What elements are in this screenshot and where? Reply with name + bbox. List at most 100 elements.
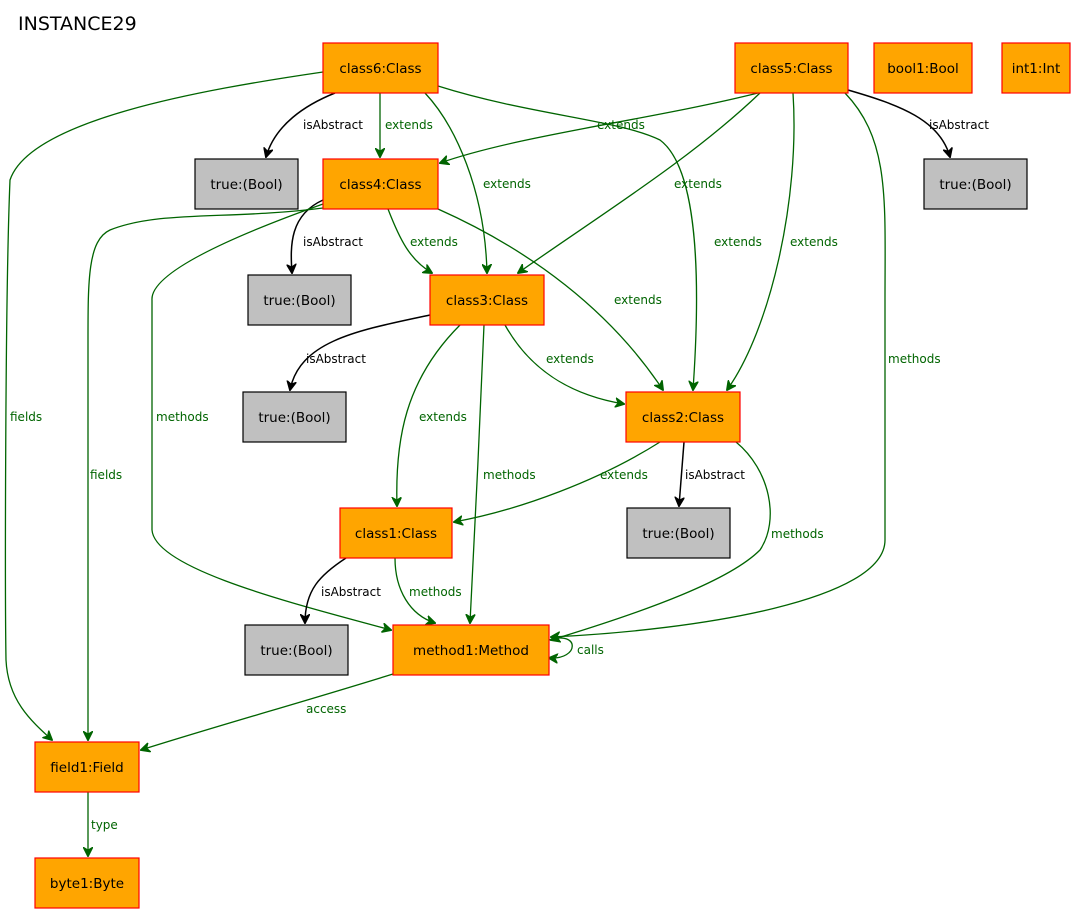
node-box <box>34 857 140 909</box>
edge-line <box>549 637 573 658</box>
edge-label: extends <box>614 293 662 307</box>
node-class2: class2:Class <box>625 391 741 443</box>
edge-label: isAbstract <box>303 118 363 132</box>
edge-line <box>305 557 347 623</box>
edge-class6-field1-fields: fields <box>4 71 324 740</box>
node-class5: class5:Class <box>734 42 849 94</box>
node-box <box>322 158 439 210</box>
edge-label: extends <box>410 235 458 249</box>
node-label: true:(Bool) <box>642 526 714 542</box>
edge-method1-field1-access: access <box>141 673 394 750</box>
edge-line <box>847 89 950 157</box>
edge-label: extends <box>790 235 838 249</box>
edge-class3-class2-extends: extends <box>504 324 624 404</box>
node-box <box>322 42 439 94</box>
node-box <box>873 42 973 94</box>
edge-label: methods <box>483 468 536 482</box>
node-box <box>1001 42 1071 94</box>
edge-line <box>437 85 697 390</box>
edge-class5-method1-methods: methods <box>551 92 941 637</box>
edge-line <box>454 441 661 522</box>
node-true-c1: true:(Bool) <box>244 624 349 676</box>
edge-label: extends <box>419 410 467 424</box>
node-label: class1:Class <box>355 526 437 542</box>
edge-label: isAbstract <box>306 352 366 366</box>
edge-line <box>266 92 336 157</box>
node-class3: class3:Class <box>429 274 545 326</box>
node-box <box>626 507 731 559</box>
node-bool1: bool1:Bool <box>873 42 973 94</box>
node-label: class2:Class <box>642 410 724 426</box>
edge-line <box>440 92 759 163</box>
node-class6: class6:Class <box>322 42 439 94</box>
node-label: class5:Class <box>750 61 832 77</box>
node-label: class6:Class <box>339 61 421 77</box>
node-true-c5: true:(Bool) <box>923 158 1028 210</box>
node-box <box>734 42 849 94</box>
edge-class1-true_c1-isabstract: isAbstract <box>305 557 381 623</box>
node-label: true:(Bool) <box>210 177 282 193</box>
node-label: method1:Method <box>413 643 529 659</box>
edge-label: access <box>306 702 346 716</box>
edge-line <box>151 203 391 630</box>
node-label: class3:Class <box>446 293 528 309</box>
edge-class5-true_c5-isabstract: isAbstract <box>847 89 989 157</box>
edge-class5-class4-extends: extends <box>440 92 759 163</box>
edge-class6-class3-extends: extends <box>424 92 531 273</box>
edge-line <box>504 324 624 404</box>
edge-class2-class1-extends: extends <box>454 441 661 522</box>
edge-line <box>679 441 685 506</box>
edge-class5-class3-extends: extends <box>518 92 761 273</box>
edge-label: type <box>91 818 118 832</box>
node-field1: field1:Field <box>34 741 140 793</box>
node-box <box>625 391 741 443</box>
edge-label: fields <box>90 468 122 482</box>
node-box <box>244 624 349 676</box>
edge-line <box>394 557 435 623</box>
edge-label: isAbstract <box>321 585 381 599</box>
edge-label: isAbstract <box>303 235 363 249</box>
edge-label: isAbstract <box>929 118 989 132</box>
edge-class4-method1-methods: methods <box>151 203 391 630</box>
node-box <box>34 741 140 793</box>
edge-field1-byte1-type: type <box>88 792 118 856</box>
node-label: bool1:Bool <box>887 61 959 77</box>
node-box <box>194 158 299 210</box>
edge-label: extends <box>714 235 762 249</box>
node-box <box>392 624 550 676</box>
edge-line <box>551 92 886 637</box>
edge-label: extends <box>483 177 531 191</box>
edge-label: methods <box>771 527 824 541</box>
edge-class6-class2-extends: extends <box>437 85 762 390</box>
edge-line <box>727 92 795 390</box>
edge-line <box>470 324 485 623</box>
edge-class6-class4-extends: extends <box>380 93 433 157</box>
edge-label: extends <box>546 352 594 366</box>
edge-class4-true_c4-isabstract: isAbstract <box>291 199 363 273</box>
edge-class3-true_c3-isabstract: isAbstract <box>290 314 431 390</box>
node-box <box>242 391 347 443</box>
edge-line <box>397 324 461 506</box>
node-label: true:(Bool) <box>939 177 1011 193</box>
edge-class4-class3-extends: extends <box>387 208 458 273</box>
edge-class6-true_c6-isabstract: isAbstract <box>266 92 363 157</box>
edge-class5-class2-extends: extends <box>727 92 838 390</box>
edge-class3-class1-extends: extends <box>397 324 467 506</box>
edge-label: extends <box>600 468 648 482</box>
edge-line <box>424 92 487 273</box>
edge-label: extends <box>385 118 433 132</box>
node-label: class4:Class <box>339 177 421 193</box>
edge-line <box>290 314 431 390</box>
edge-label: extends <box>674 177 722 191</box>
node-label: byte1:Byte <box>50 876 124 892</box>
node-true-c3: true:(Bool) <box>242 391 347 443</box>
edge-label: methods <box>156 410 209 424</box>
edge-line <box>518 92 761 273</box>
node-true-c4: true:(Bool) <box>247 274 352 326</box>
node-method1: method1:Method <box>392 624 550 676</box>
node-true-c6: true:(Bool) <box>194 158 299 210</box>
edge-class2-true_c2-isabstract: isAbstract <box>679 441 745 506</box>
edge-label: extends <box>597 118 645 132</box>
